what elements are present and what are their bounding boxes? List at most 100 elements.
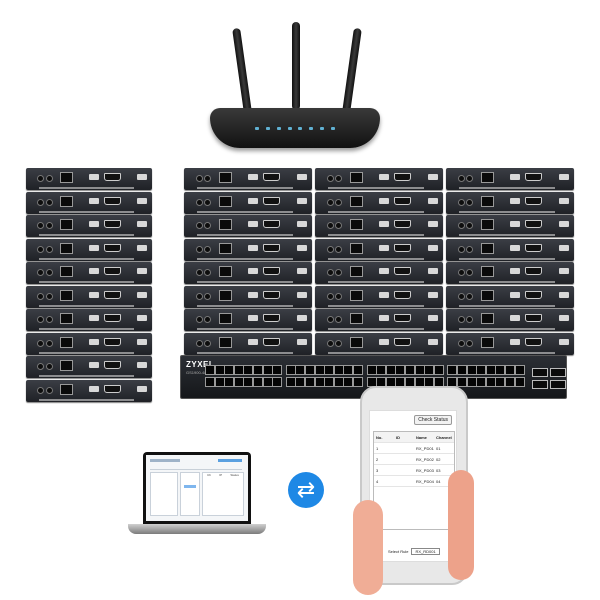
router-antenna-left [232, 27, 252, 114]
switch-port [272, 377, 283, 387]
switch-port [476, 365, 487, 375]
switch-model-label: GS1900-48 [186, 370, 207, 375]
hdmi-extender-unit [184, 285, 312, 308]
select-rule-label: Select Rule [388, 549, 409, 554]
switch-sfp-port [550, 368, 566, 377]
hdmi-extender-unit [26, 285, 152, 308]
switch-port [324, 365, 335, 375]
switch-port [324, 377, 335, 387]
hdmi-extender-unit [446, 262, 574, 284]
switch-port [343, 365, 354, 375]
switch-port [295, 365, 306, 375]
hdmi-extender-unit [315, 285, 443, 308]
hdmi-extender-unit [26, 379, 152, 402]
hdmi-extender-unit [26, 215, 152, 237]
hdmi-extender-unit [446, 309, 574, 331]
switch-port [205, 377, 215, 387]
hdmi-extender-unit [26, 238, 152, 261]
hdmi-extender-unit [26, 309, 152, 331]
laptop-base [128, 524, 266, 534]
sync-arrows-icon: ⇄ [288, 472, 324, 508]
laptop-app-screen: Ch IP Status [146, 455, 248, 521]
switch-port [314, 365, 325, 375]
hdmi-extender-unit [446, 238, 574, 261]
router-antenna-right [342, 27, 362, 114]
hdmi-extender-unit [446, 215, 574, 237]
switch-port [495, 377, 506, 387]
hdmi-extender-unit [26, 332, 152, 355]
phone-col-no: No. [376, 434, 383, 440]
laptop: Ch IP Status [143, 452, 251, 524]
switch-port [314, 377, 325, 387]
switch-port [305, 365, 315, 375]
hdmi-extender-unit [184, 191, 312, 214]
hdmi-extender-unit [184, 309, 312, 331]
switch-port [243, 377, 254, 387]
hdmi-extender-unit [26, 356, 152, 378]
phone-col-name: Name [416, 434, 427, 440]
check-status-button[interactable]: Check Status [414, 415, 452, 425]
switch-port [385, 365, 396, 375]
switch-port [353, 377, 363, 387]
switch-port [466, 377, 477, 387]
switch-port [243, 365, 254, 375]
hand-palm [353, 500, 383, 595]
switch-port [476, 377, 487, 387]
hdmi-extender-unit [184, 168, 312, 190]
switch-port [433, 365, 444, 375]
switch-port [205, 365, 215, 375]
switch-port [466, 365, 477, 375]
switch-port [405, 365, 415, 375]
switch-port [253, 365, 263, 375]
router-status-leds [255, 127, 335, 131]
switch-port [272, 365, 283, 375]
switch-port [233, 377, 244, 387]
switch-port [333, 377, 344, 387]
switch-port [485, 377, 496, 387]
switch-port [514, 365, 525, 375]
laptop-col-status: Status [230, 473, 239, 477]
hdmi-extender-unit [315, 168, 443, 190]
switch-sfp-port [532, 368, 548, 377]
switch-port [366, 365, 377, 375]
switch-port [262, 365, 273, 375]
switch-port [414, 365, 425, 375]
switch-port [457, 365, 467, 375]
switch-port [514, 377, 525, 387]
hdmi-extender-unit [315, 191, 443, 214]
switch-port [285, 377, 296, 387]
switch-port [395, 365, 406, 375]
hdmi-extender-unit [184, 262, 312, 284]
switch-port [224, 365, 235, 375]
switch-port [285, 365, 296, 375]
laptop-col-ch: Ch [207, 473, 211, 477]
hdmi-extender-unit [184, 215, 312, 237]
hdmi-extender-unit [446, 168, 574, 190]
hdmi-extender-unit [446, 285, 574, 308]
switch-port [233, 365, 244, 375]
switch-port [447, 365, 458, 375]
hdmi-extender-unit [26, 168, 152, 190]
hdmi-extender-unit [184, 238, 312, 261]
switch-port [224, 377, 235, 387]
switch-port [424, 365, 435, 375]
switch-port [333, 365, 344, 375]
hdmi-extender-unit [315, 215, 443, 237]
switch-sfp-port [550, 380, 566, 389]
hdmi-extender-unit [184, 332, 312, 355]
wifi-router [210, 108, 380, 148]
select-rule-dropdown[interactable]: RX_RD001 [411, 548, 440, 555]
hand-fingers [448, 470, 474, 580]
laptop-col-ip: IP [219, 473, 223, 477]
switch-sfp-port [532, 380, 548, 389]
switch-port [485, 365, 496, 375]
switch-port [343, 377, 354, 387]
switch-port [376, 365, 387, 375]
switch-port [495, 365, 506, 375]
